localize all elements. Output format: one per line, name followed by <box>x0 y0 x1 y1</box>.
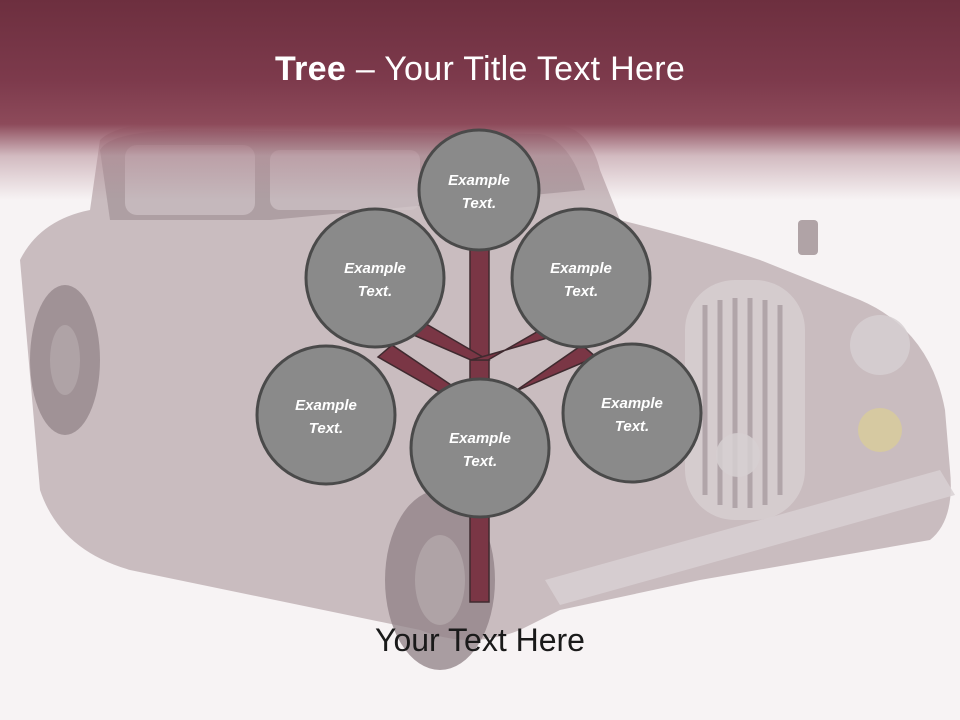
node-label-line2: Text. <box>615 418 649 435</box>
tree-node-lower-left[interactable]: Example Text. <box>255 344 397 486</box>
tree-node-upper-right[interactable]: Example Text. <box>510 207 652 349</box>
node-label-line2: Text. <box>309 420 343 437</box>
node-label-line1: Example <box>295 397 357 414</box>
node-label-line2: Text. <box>462 195 496 212</box>
slide-title: Tree – Your Title Text Here <box>0 50 960 89</box>
footer-text: Your Text Here <box>375 622 585 658</box>
title-bold: Tree <box>274 50 347 88</box>
node-label-line2: Text. <box>358 283 392 300</box>
tree-node-center[interactable]: Example Text. <box>409 377 551 519</box>
node-label-line1: Example <box>449 430 511 447</box>
tree-node-lower-right[interactable]: Example Text. <box>561 342 703 484</box>
node-label-line1: Example <box>601 395 663 412</box>
title-rest: – Your Title Text Here <box>346 50 686 88</box>
tree-node-upper-left[interactable]: Example Text. <box>304 207 446 349</box>
node-label-line1: Example <box>550 260 612 277</box>
node-label-line2: Text. <box>564 283 598 300</box>
node-label-line1: Example <box>344 260 406 277</box>
tree-node-top[interactable]: Example Text. <box>417 128 541 252</box>
node-label-line1: Example <box>448 172 510 189</box>
node-label-line2: Text. <box>463 453 497 470</box>
